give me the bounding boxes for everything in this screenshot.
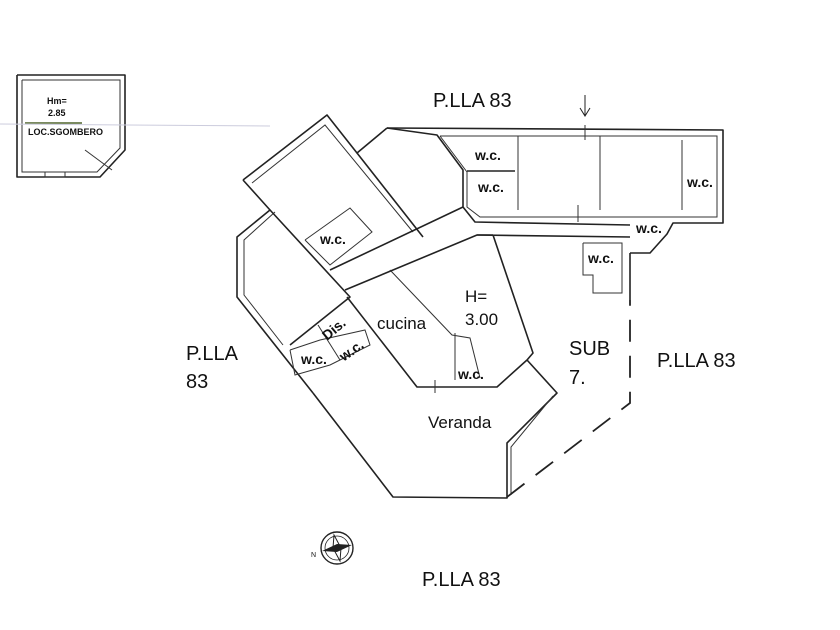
room-wc: w.c. xyxy=(319,231,346,247)
room-wc: w.c. xyxy=(635,220,662,236)
unit-label-1: SUB xyxy=(569,338,610,360)
room-wc: w.c. xyxy=(587,250,614,266)
room-wc: w.c. xyxy=(457,366,484,382)
scan-line xyxy=(0,123,271,127)
height-label-1: H= xyxy=(465,287,487,306)
parcel-label-top: P.LLA 83 xyxy=(433,90,512,112)
parcel-label-left-2: 83 xyxy=(186,371,208,393)
compass-north-label: N xyxy=(311,552,316,559)
unit-label-2: 7. xyxy=(569,367,586,389)
room-veranda: Veranda xyxy=(428,413,492,432)
parcel-label-left-1: P.LLA xyxy=(186,343,239,365)
storage-height-1: Hm= xyxy=(47,96,67,106)
room-wc: w.c. xyxy=(477,179,504,195)
building-walls xyxy=(236,114,724,499)
storage-room-name: LOC.SGOMBERO xyxy=(28,127,103,137)
compass-icon xyxy=(320,531,354,565)
storage-room xyxy=(16,74,126,178)
room-wc: w.c. xyxy=(474,147,501,163)
height-label-2: 3.00 xyxy=(465,310,498,329)
parcel-label-right: P.LLA 83 xyxy=(657,350,736,372)
entrance-arrow-icon xyxy=(579,95,591,117)
parcel-label-bottom: P.LLA 83 xyxy=(422,569,501,591)
storage-height-2: 2.85 xyxy=(48,108,66,118)
room-wc: w.c. xyxy=(300,351,327,367)
room-kitchen: cucina xyxy=(377,314,427,333)
room-wc: w.c. xyxy=(686,174,713,190)
